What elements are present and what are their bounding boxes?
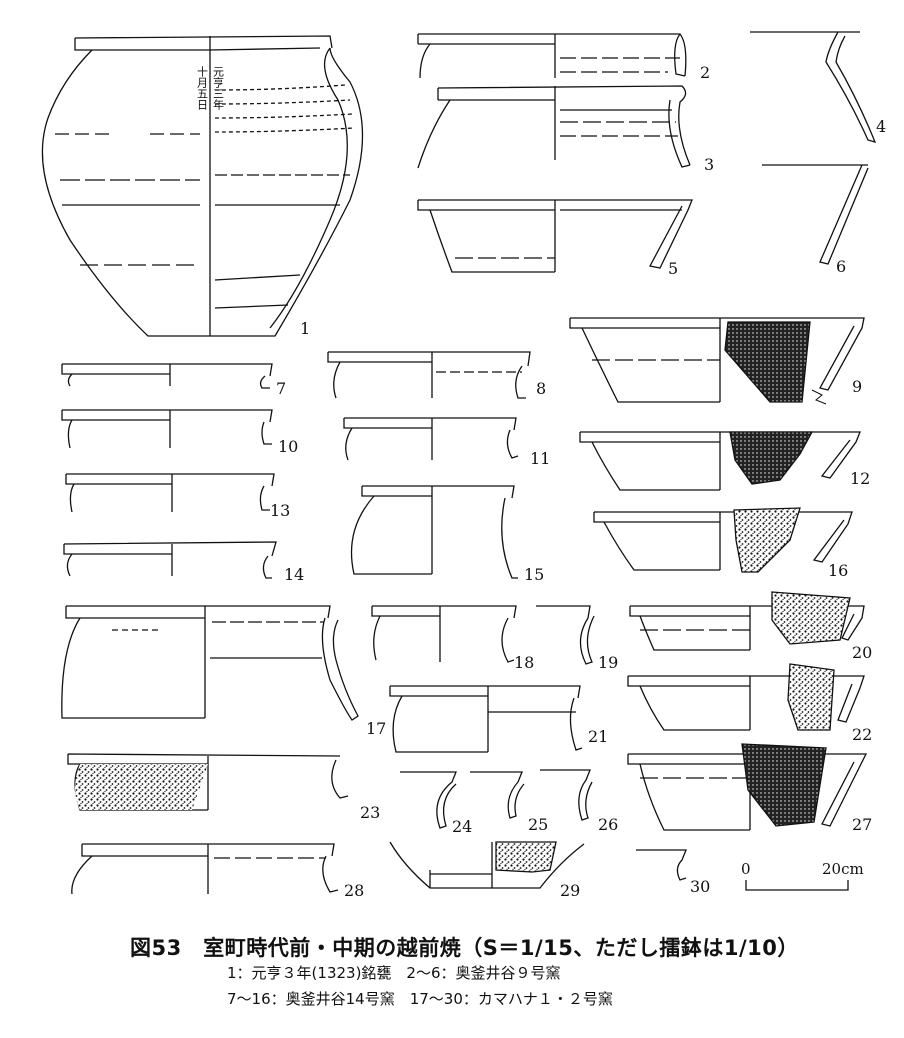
item-number: 29 <box>560 881 580 900</box>
item-number: 17 <box>366 719 386 738</box>
vessel-11 <box>343 417 519 461</box>
vessel-2 <box>417 33 687 79</box>
vessel-12-mortar <box>579 431 861 491</box>
scale-end-label: 20cm <box>822 860 864 878</box>
item-number: 2 <box>700 63 710 82</box>
caption-line-2: 7～16：奥釜井谷14号窯 17～30：カマハナ１・２号窯 <box>227 990 613 1008</box>
vessel-27-mortar <box>627 743 868 831</box>
item-number: 30 <box>690 877 710 896</box>
vessel-16-mortar <box>593 507 853 573</box>
item-number: 27 <box>852 815 872 834</box>
vessel-20 <box>629 591 865 651</box>
item-number: 20 <box>852 643 872 662</box>
item-number: 14 <box>284 565 304 584</box>
vessel-19-profile <box>536 605 595 665</box>
item-number: 7 <box>276 379 286 398</box>
item-number: 21 <box>588 727 608 746</box>
vessel-8 <box>327 351 531 399</box>
item-number: 25 <box>528 815 548 834</box>
vessel-22-mortar <box>627 663 865 731</box>
item-number: 23 <box>360 803 380 822</box>
item-number: 5 <box>668 259 678 278</box>
scale-start-label: 0 <box>741 860 751 878</box>
item-number: 3 <box>704 155 714 174</box>
item-number: 28 <box>344 881 364 900</box>
item-number: 16 <box>828 561 848 580</box>
vessel-3 <box>417 85 691 169</box>
item-number: 4 <box>876 117 886 136</box>
vessel-24-profile <box>400 771 457 829</box>
jar-inscription: 元亨三年 十月五日 <box>196 65 225 110</box>
item-number: 13 <box>270 501 290 520</box>
vessel-23 <box>67 753 349 811</box>
caption-line-1: 1：元亨３年(1323)銘甕 2～6：奥釜井谷９号窯 <box>227 964 561 982</box>
vessel-28 <box>71 843 339 895</box>
vessel-26-profile <box>540 769 593 821</box>
vessel-5 <box>417 199 693 273</box>
vessel-4-profile <box>750 31 877 143</box>
vessel-17 <box>61 605 359 721</box>
vessel-21 <box>389 685 583 753</box>
item-number: 24 <box>452 817 472 836</box>
vessel-15 <box>350 485 518 579</box>
inscription-line-1: 元亨三年 <box>212 66 225 110</box>
vessel-18 <box>371 605 517 663</box>
vessel-9-mortar <box>569 317 865 405</box>
vessel-14 <box>63 541 277 579</box>
figure-title: 図53 室町時代前・中期の越前焼（S＝1/15、ただし擂鉢は1/10） <box>130 936 799 960</box>
scale-bar <box>745 880 849 891</box>
item-number: 18 <box>514 653 534 672</box>
vessel-7 <box>61 363 273 389</box>
vessel-1-jar <box>41 35 364 337</box>
item-number: 10 <box>278 437 298 456</box>
vessel-30-profile <box>636 849 687 881</box>
item-number: 9 <box>852 377 862 396</box>
vessel-13 <box>65 473 275 513</box>
item-number: 22 <box>852 725 872 744</box>
vessel-6-profile <box>762 164 869 265</box>
item-number: 15 <box>524 565 544 584</box>
item-number: 6 <box>836 257 846 276</box>
item-number: 26 <box>598 815 618 834</box>
vessel-29 <box>389 841 585 889</box>
pottery-drawing-plate: 元亨三年 十月五日 1 2 3 4 5 6 7 8 9 10 11 12 13 … <box>41 31 886 900</box>
item-number: 8 <box>536 379 546 398</box>
vessel-10 <box>61 409 273 449</box>
vessel-25-profile <box>470 771 525 819</box>
item-number: 11 <box>530 449 550 468</box>
inscription-line-2: 十月五日 <box>196 65 209 110</box>
item-number: 1 <box>300 319 310 338</box>
item-number: 19 <box>598 653 618 672</box>
item-number-labels: 1 2 3 4 5 6 7 8 9 10 11 12 13 14 15 16 1… <box>270 63 886 900</box>
item-number: 12 <box>850 469 870 488</box>
